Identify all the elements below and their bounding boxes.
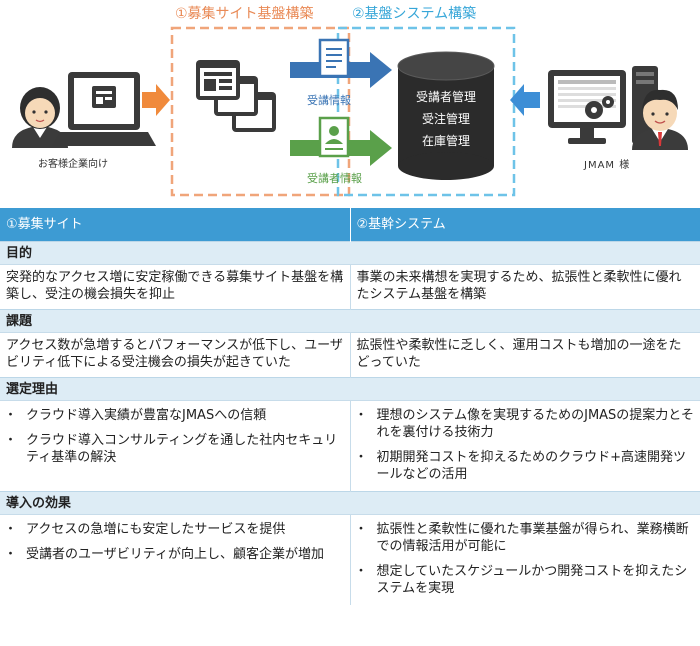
customer-person-icon: [12, 87, 68, 148]
db-item-3: 在庫管理: [421, 134, 470, 148]
purpose-system: 事業の未来構想を実現するため、拡張性と柔軟性に優れたシステム基盤を構築: [350, 264, 700, 310]
reason-site-list: クラウド導入実績が豊富なJMASへの信頼 クラウド導入コンサルティングを通した社…: [4, 407, 344, 466]
db-item-2: 受注管理: [421, 112, 470, 126]
site-pages-icon: [196, 60, 276, 132]
list-item: クラウド導入コンサルティングを通した社内セキュリティ基準の解決: [4, 432, 344, 466]
desktop-computer-icon: [548, 66, 658, 144]
list-item: 初期開発コストを抑えるためのクラウド+高速開発ツールなどの活用: [355, 449, 695, 483]
site-build-title: ①募集サイト基盤構築: [175, 6, 314, 22]
system-build-title: ②基盤システム構築: [352, 6, 477, 22]
system-diagram: ①募集サイト基盤構築 ②基盤システム構築 お客様企業向け JMAM 様 受講情報…: [0, 0, 700, 205]
system-dashed-box: [336, 26, 516, 197]
diagram-graphics: [12, 26, 688, 197]
document-icon: [318, 38, 350, 78]
site-dashed-box: [170, 26, 351, 197]
comparison-table: ①募集サイト ②基幹システム 目的 突発的なアクセス増に安定稼働できる募集サイト…: [0, 208, 700, 605]
issue-site: アクセス数が急増するとパフォーマンスが低下し、ユーザビリティ低下による受注機会の…: [0, 332, 351, 378]
effect-site: アクセスの急増にも安定したサービスを提供 受講者のユーザビリティが向上し、顧客企…: [0, 514, 351, 605]
list-item: 拡張性と柔軟性に優れた事業基盤が得られ、業務横断での情報活用が可能に: [355, 521, 695, 555]
blue-left-arrow: [510, 84, 540, 116]
header-system: ②基幹システム: [350, 208, 700, 242]
profile-card-icon: [318, 116, 350, 158]
lower-flow-label: 受講者情報: [307, 172, 362, 185]
laptop-icon: [52, 72, 156, 146]
reason-system: 理想のシステム像を実現するためのJMASの提案力とそれを裏付ける技術力 初期開発…: [350, 400, 700, 492]
purpose-site: 突発的なアクセス増に安定稼働できる募集サイト基盤を構築し、受注の機会損失を抑止: [0, 264, 351, 310]
issue-system: 拡張性や柔軟性に乏しく、運用コストも増加の一途をたどっていた: [350, 332, 700, 378]
section-title-reason: 選定理由: [0, 377, 700, 401]
list-item: 想定していたスケジュールかつ開発コストを抑えたシステムを実現: [355, 563, 695, 597]
list-item: 受講者のユーザビリティが向上し、顧客企業が増加: [4, 546, 344, 563]
reason-system-list: 理想のシステム像を実現するためのJMASの提案力とそれを裏付ける技術力 初期開発…: [355, 407, 695, 483]
list-item: クラウド導入実績が豊富なJMASへの信頼: [4, 407, 344, 424]
customer-label: お客様企業向け: [38, 159, 108, 170]
jmam-person-icon: [632, 89, 688, 150]
jmam-label: JMAM 様: [584, 160, 631, 171]
upper-flow-label: 受講情報: [307, 94, 351, 107]
list-item: アクセスの急増にも安定したサービスを提供: [4, 521, 344, 538]
db-item-1: 受講者管理: [415, 90, 476, 104]
section-title-purpose: 目的: [0, 241, 700, 265]
orange-arrow: [142, 84, 170, 116]
section-title-issue: 課題: [0, 309, 700, 333]
section-title-effect: 導入の効果: [0, 491, 700, 515]
effect-site-list: アクセスの急増にも安定したサービスを提供 受講者のユーザビリティが向上し、顧客企…: [4, 521, 344, 563]
effect-system: 拡張性と柔軟性に優れた事業基盤が得られ、業務横断での情報活用が可能に 想定してい…: [350, 514, 700, 605]
reason-site: クラウド導入実績が豊富なJMASへの信頼 クラウド導入コンサルティングを通した社…: [0, 400, 351, 492]
effect-system-list: 拡張性と柔軟性に優れた事業基盤が得られ、業務横断での情報活用が可能に 想定してい…: [355, 521, 695, 597]
database-icon: [397, 51, 495, 180]
header-site: ①募集サイト: [0, 208, 351, 242]
list-item: 理想のシステム像を実現するためのJMASの提案力とそれを裏付ける技術力: [355, 407, 695, 441]
